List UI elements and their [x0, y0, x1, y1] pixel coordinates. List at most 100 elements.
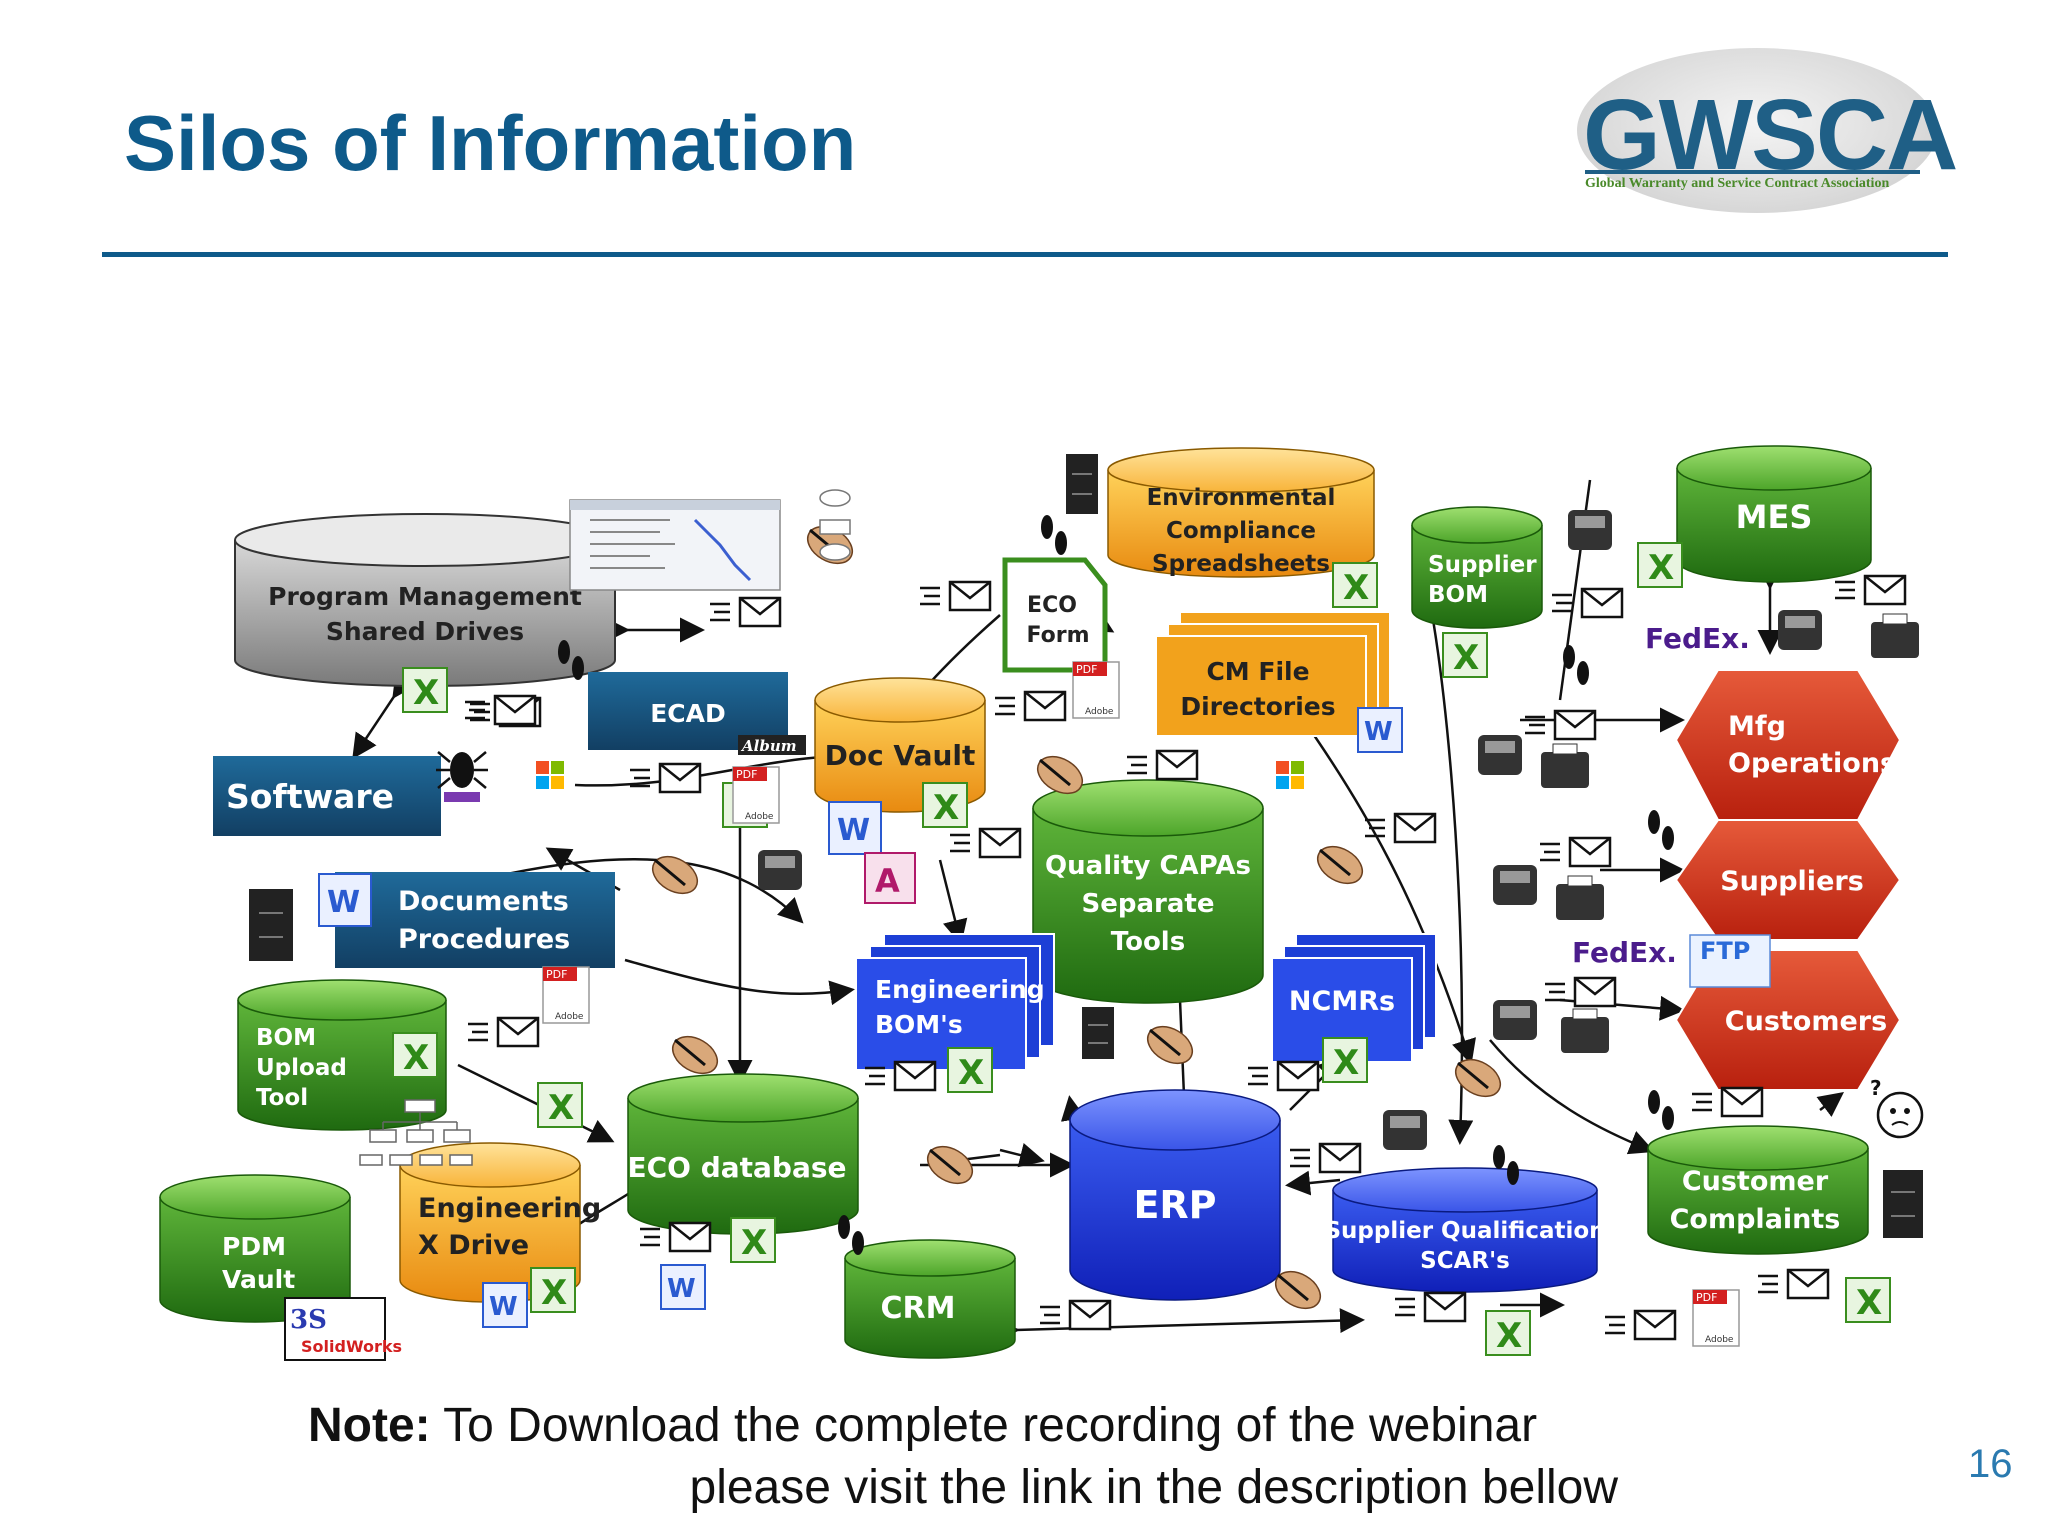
node-label: CM File	[1206, 657, 1309, 686]
filing-cabinet-icon	[1883, 1170, 1923, 1238]
node-environmental-compliance: Environmental Compliance Spreadsheets	[1107, 447, 1375, 578]
node-label: MES	[1736, 498, 1813, 536]
node-label: SCAR's	[1420, 1248, 1510, 1274]
node-documents-procedures: Documents Procedures	[335, 872, 615, 968]
svg-text:X: X	[1343, 568, 1369, 608]
svg-text:X: X	[403, 1038, 429, 1078]
footprint-icon	[1563, 645, 1589, 685]
email-icon	[1127, 749, 1199, 781]
word-icon: W	[1357, 707, 1403, 753]
ftp-icon: FTP	[1689, 934, 1771, 988]
email-icon	[710, 596, 782, 628]
adobe-label: Adobe	[1085, 707, 1114, 717]
gwsca-logo: GWSCA Global Warranty and Service Contra…	[1565, 48, 1958, 218]
writing-hand-icon	[651, 855, 699, 895]
slide-title: Silos of Information	[124, 99, 857, 187]
email-icon	[468, 1016, 540, 1048]
note-line-2: please visit the link in the description…	[689, 1461, 1619, 1514]
note-text: Note: To Download the complete recording…	[308, 1395, 1618, 1519]
writing-hand-icon	[1274, 1270, 1322, 1310]
svg-text:A: A	[875, 862, 900, 900]
pdf-label: PDF	[546, 968, 567, 981]
excel-icon: X	[1485, 1310, 1531, 1356]
node-label: Complaints	[1670, 1204, 1841, 1235]
excel-icon: X	[530, 1267, 576, 1313]
phone-icons	[758, 510, 1919, 1150]
email-icons	[465, 574, 1907, 1341]
email-icon	[1290, 1142, 1362, 1174]
node-label: Suppliers	[1720, 866, 1864, 897]
node-label: Form	[1026, 623, 1089, 648]
page-number: 16	[1968, 1442, 2013, 1486]
node-label: Supplier	[1428, 552, 1537, 578]
svg-text:W: W	[327, 885, 360, 920]
node-mfg-operations: Mfg Operations	[1674, 669, 1902, 821]
adobe-label: Adobe	[745, 812, 774, 822]
footprint-icon	[1648, 1090, 1674, 1130]
node-supplier-bom: Supplier BOM	[1411, 506, 1543, 629]
email-icon	[1758, 1268, 1830, 1300]
svg-text:X: X	[541, 1273, 567, 1313]
svg-text:X: X	[1333, 1043, 1359, 1083]
excel-icon: X	[1332, 562, 1378, 608]
node-label: Operations	[1728, 748, 1896, 779]
writing-hand-icon	[1454, 1058, 1502, 1098]
svg-text:X: X	[548, 1088, 574, 1128]
node-label: Directories	[1180, 692, 1335, 721]
pdf-label: PDF	[736, 768, 757, 781]
footprint-icon	[1493, 1145, 1519, 1185]
node-label: ERP	[1133, 1183, 1216, 1227]
fax-icon	[1556, 875, 1604, 920]
svg-text:X: X	[1496, 1316, 1522, 1356]
node-program-management: Program Management Shared Drives	[234, 513, 616, 687]
node-pdm-vault: PDM Vault	[159, 1174, 351, 1323]
word-icon: W	[318, 873, 372, 927]
svg-text:W: W	[1364, 717, 1393, 747]
writing-hand-icon	[1146, 1025, 1194, 1065]
svg-text:X: X	[741, 1223, 767, 1263]
excel-icons: X X X X X X X X X X X X X X	[392, 542, 1891, 1356]
phone-icon	[1493, 865, 1537, 905]
windows-logo-icon	[536, 761, 564, 789]
adobe-label: Adobe	[1705, 1335, 1734, 1345]
filing-cabinet-icons	[249, 454, 1923, 1238]
excel-icon: X	[392, 1032, 438, 1078]
node-label: BOM's	[875, 1010, 963, 1039]
email-icon	[1552, 587, 1624, 619]
windows-logo-icons	[536, 761, 1304, 789]
email-icon	[1605, 1309, 1677, 1341]
node-engineering-boms: Engineering BOM's	[855, 933, 1055, 1071]
fedex-icon: FedEx.	[1645, 622, 1750, 655]
node-label: Upload	[256, 1055, 347, 1081]
ftp-label: FTP	[1700, 937, 1750, 965]
footprint-icon	[838, 1215, 864, 1255]
node-label: Customer	[1682, 1166, 1829, 1197]
pdf-icon: PDF Adobe	[732, 766, 780, 824]
note-line-1: Note: To Download the complete recording…	[308, 1395, 1618, 1457]
email-icon	[1692, 1086, 1764, 1118]
writing-hand-icon	[1036, 755, 1084, 795]
node-eco-form: ECO Form	[1002, 557, 1108, 673]
email-icon	[1248, 1060, 1320, 1092]
phone-icon	[1383, 1110, 1427, 1150]
filing-cabinet-icon	[1082, 1007, 1114, 1059]
footprint-icons	[558, 515, 1674, 1255]
node-label: Mfg	[1728, 711, 1786, 742]
node-ncmrs: NCMRs	[1271, 933, 1437, 1063]
fax-icon	[1871, 613, 1919, 658]
node-eco-database: ECO database	[627, 1073, 859, 1235]
node-label: Customers	[1725, 1006, 1887, 1037]
node-label: BOM	[256, 1025, 316, 1051]
email-icon	[1540, 836, 1612, 868]
svg-text:W: W	[837, 813, 870, 848]
node-label: Supplier Qualification	[1324, 1218, 1605, 1244]
word-icons: W W W W W	[318, 707, 1403, 1328]
email-icon	[1835, 574, 1907, 606]
email-icon	[865, 1060, 937, 1092]
excel-icon: X	[1442, 632, 1488, 678]
node-crm: CRM	[844, 1239, 1016, 1359]
writing-hand-icon	[671, 1035, 719, 1075]
svg-text:X: X	[1453, 638, 1479, 678]
node-label: ECO	[1027, 593, 1077, 618]
node-label: Doc Vault	[825, 739, 976, 772]
